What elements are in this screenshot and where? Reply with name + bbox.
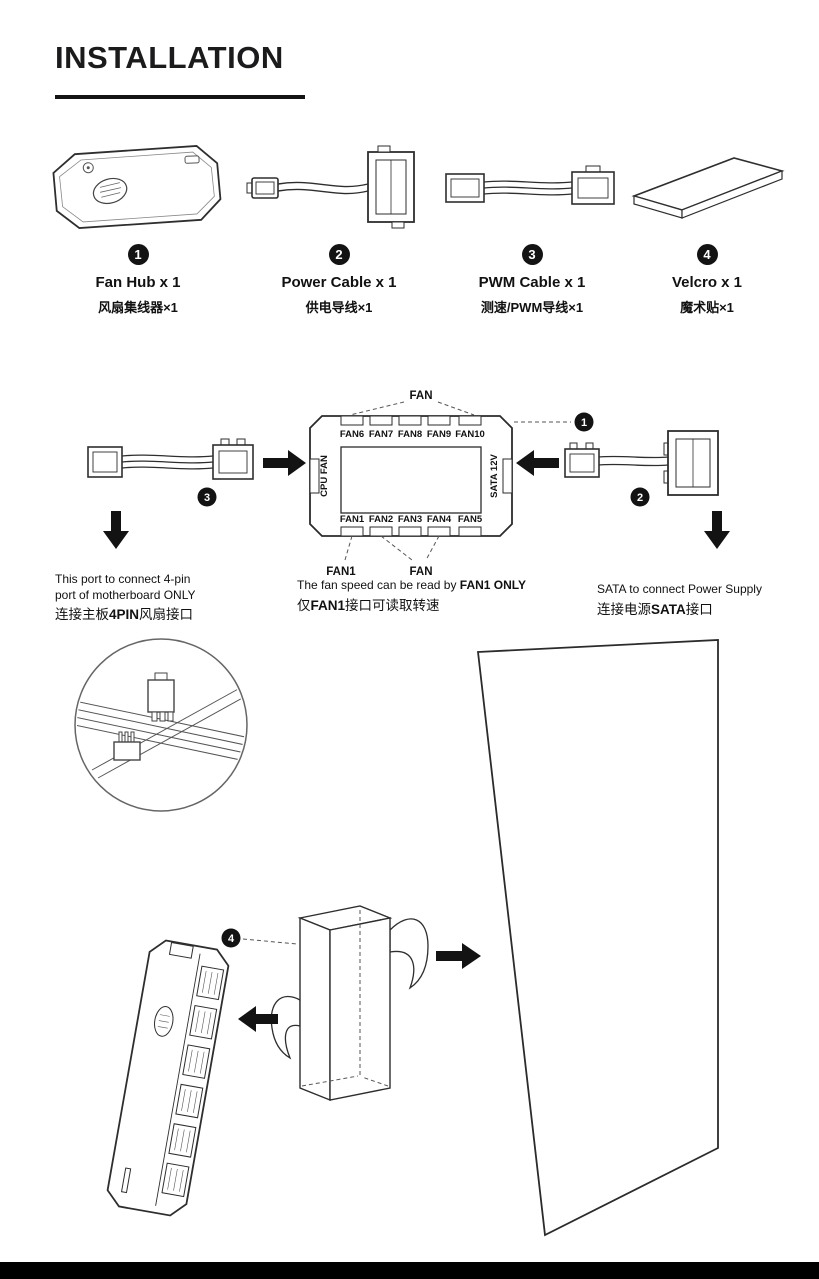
part-number-badge: 1 (127, 244, 149, 265)
port-label-fan8: FAN8 (398, 429, 422, 440)
case-panel-drawing (476, 639, 719, 1237)
fan-top-label: FAN (410, 390, 433, 402)
part-name-zh: 风扇集线器×1 (98, 300, 178, 315)
note-fan1-en: The fan speed can be read by FAN1 ONLY (297, 578, 527, 592)
port-label-fan7: FAN7 (369, 429, 393, 440)
svg-text:2: 2 (637, 492, 643, 504)
svg-text:4: 4 (228, 933, 235, 945)
note-pwm-en-line1: This port to connect 4-pin (55, 572, 191, 586)
velcro-drawing-small (622, 136, 792, 240)
note-pwm-en-line2: port of motherboard ONLY (55, 587, 196, 602)
port-label-fan1: FAN1 (340, 514, 365, 525)
note-fan1-zh: 仅FAN1接口可读取转速 (297, 597, 440, 613)
page-title: INSTALLATION (55, 40, 284, 75)
fan-hub-top-view (309, 415, 513, 537)
fan-hub-art-svg (52, 145, 222, 229)
arrow-left-into-hub (516, 450, 559, 476)
part-number-badge: 2 (328, 244, 350, 265)
port-label-fan6: FAN6 (340, 429, 364, 440)
svg-text:1: 1 (581, 417, 587, 429)
arrow-down-right (704, 511, 730, 549)
part-name-zh: 测速/PWM导线×1 (480, 300, 584, 315)
fan-hub-3d-drawing (106, 939, 230, 1217)
arrow-left-to-hub (238, 1006, 278, 1032)
arrow-down-left (103, 511, 129, 549)
part-name-zh: 供电导线×1 (305, 300, 373, 315)
part-name-en: Fan Hub x 1 (95, 274, 181, 291)
part-name-zh: 魔术贴×1 (680, 300, 734, 315)
arrow-right-to-panel (436, 943, 481, 969)
note-sata-en: SATA to connect Power Supply (597, 582, 762, 596)
fan-bottom-label: FAN (410, 566, 433, 578)
connector-detail-circle (74, 638, 248, 812)
port-label-sata-12v: SATA 12V (489, 454, 500, 498)
fan-hub-top-drawing (48, 136, 228, 240)
part-pwm-cable: 3 PWM Cable x 1 测速/PWM导线×1 (437, 136, 627, 316)
callout-badge-1: 1 (574, 412, 594, 432)
port-label-fan10: FAN10 (455, 429, 485, 440)
part-fan-hub: 1 Fan Hub x 1 风扇集线器×1 (35, 136, 241, 316)
callout-badge-2: 2 (630, 487, 650, 507)
part-power-cable: 2 Power Cable x 1 供电导线×1 (241, 136, 437, 316)
note-fan1-speed: The fan speed can be read by FAN1 ONLY 仅… (297, 578, 577, 614)
svg-text:3: 3 (204, 492, 210, 504)
callout-badge-4: 4 (221, 928, 241, 948)
part-velcro: 4 Velcro x 1 魔术贴×1 (627, 136, 787, 316)
port-label-fan9: FAN9 (427, 429, 451, 440)
callout-badge-3: 3 (197, 487, 217, 507)
power-cable-drawing (244, 136, 434, 240)
arrow-right-into-hub (263, 450, 306, 476)
note-pwm-zh: 连接主板4PIN风扇接口 (55, 607, 194, 623)
parts-list: 1 Fan Hub x 1 风扇集线器×1 (35, 136, 787, 316)
port-label-fan4: FAN4 (427, 514, 452, 525)
part-name-en: Power Cable x 1 (281, 274, 397, 291)
part-number-badge: 3 (521, 244, 543, 265)
hub-connection-diagram: FAN FAN6 FAN7 FAN8 FAN9 FAN10 FAN1 FAN2 … (87, 390, 730, 578)
pwm-cable-art-svg (445, 165, 615, 205)
port-label-fan5: FAN5 (458, 514, 483, 525)
port-label-cpu-fan: CPU FAN (319, 455, 330, 497)
note-sata-zh: 连接电源SATA接口 (597, 601, 713, 617)
port-label-fan2: FAN2 (369, 514, 393, 525)
title-underline (55, 95, 305, 99)
pwm-cable-drawing (440, 136, 624, 240)
part-name-en: PWM Cable x 1 (478, 274, 586, 291)
footer-bar (0, 1262, 819, 1279)
power-cable-art-svg (246, 145, 415, 229)
part-name-en: Velcro x 1 (671, 274, 743, 291)
mounting-diagram: 4 (74, 638, 719, 1237)
note-pwm-port: This port to connect 4-pin port of mothe… (55, 572, 270, 624)
power-cable-connected-drawing (564, 430, 719, 496)
velcro-art-svg (631, 157, 785, 219)
note-sata-power: SATA to connect Power Supply 连接电源SATA接口 (597, 582, 815, 618)
velcro-peeling-drawing (270, 905, 429, 1102)
fan1-bottom-label: FAN1 (326, 566, 356, 578)
part-number-badge: 4 (696, 244, 718, 265)
pwm-cable-connected-drawing (87, 438, 254, 480)
port-label-fan3: FAN3 (398, 514, 422, 525)
